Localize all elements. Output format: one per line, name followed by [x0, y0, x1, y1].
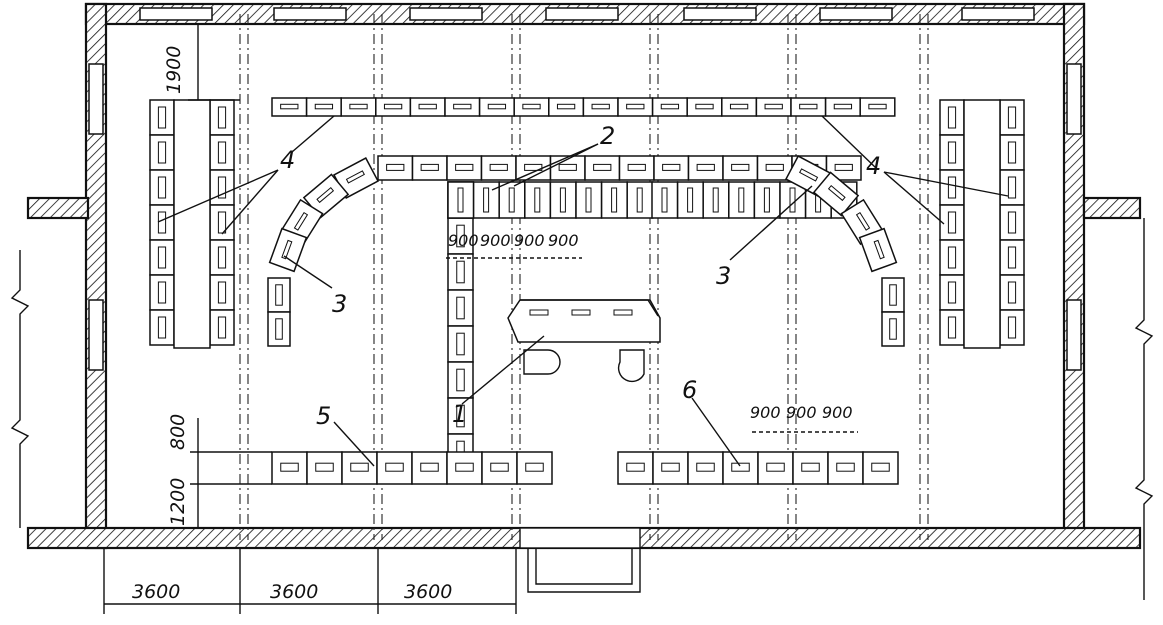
- dim-aisle: 800: [167, 414, 189, 450]
- workbench-3-left-curve: [332, 157, 380, 199]
- callout-2: 2: [600, 122, 615, 150]
- workbench-2-lower: [447, 253, 474, 291]
- furniture-layout: [149, 97, 1025, 485]
- workbench-4-right-frame: [963, 99, 1001, 349]
- workbench-3-left-curve: [268, 227, 308, 273]
- dim-bay-3: 3600: [404, 581, 452, 603]
- entrance-vestibule: [519, 527, 641, 593]
- callout-3-left: 3: [332, 290, 347, 318]
- workbench-3-right-curve: [812, 171, 860, 217]
- dim-module-4: 900: [548, 231, 579, 250]
- callout-4-right: 4: [866, 152, 881, 180]
- callout-1: 1: [452, 400, 467, 428]
- break-lines: [10, 218, 1154, 600]
- teacher-desk: [507, 299, 661, 383]
- dim-module-7: 900: [822, 403, 853, 422]
- dim-bay-1: 3600: [132, 581, 180, 603]
- dim-module-3: 900: [514, 231, 545, 250]
- dim-module-5: 900: [750, 403, 781, 422]
- workbench-3-left-curve: [302, 173, 350, 219]
- callout-6: 6: [682, 376, 697, 404]
- dim-module-2: 900: [480, 231, 511, 250]
- callout-labels: 1 2 3 3 4 4 5 6: [280, 122, 881, 430]
- dimension-labels: 3600 3600 3600 1900 800 1200 900 900 900…: [132, 46, 853, 603]
- callout-5: 5: [316, 402, 331, 430]
- windows-side-walls: [88, 63, 1082, 371]
- dim-bay-2: 3600: [270, 581, 318, 603]
- dim-module-6: 900: [786, 403, 817, 422]
- windows-top-wall: [139, 7, 1035, 21]
- callout-leaders: [157, 115, 1009, 467]
- workbench-3-right-curve: [858, 227, 898, 273]
- callout-3-right: 3: [716, 262, 731, 290]
- workbench-4-left-frame: [173, 99, 211, 349]
- dimension-lines: [103, 24, 858, 614]
- dim-rear-clearance: 1200: [167, 478, 189, 526]
- dim-top-clearance: 1900: [163, 46, 185, 94]
- dim-module-1: 900: [448, 231, 479, 250]
- callout-4-left: 4: [280, 146, 295, 174]
- column-axes: [239, 14, 929, 540]
